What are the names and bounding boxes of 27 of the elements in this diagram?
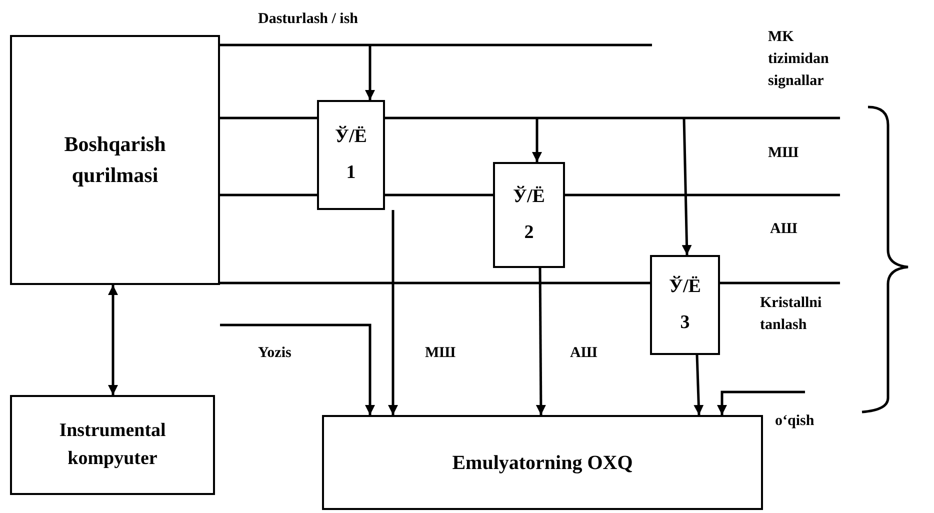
bus-line [220,116,840,120]
process-box: Ў/Ё 2 [493,162,565,268]
process-box: Emulyatorning OXQ [322,415,763,510]
arrow [365,45,375,100]
signal-label: МШ [425,344,456,363]
signal-label: o‘qish [775,412,814,431]
arrow [682,118,692,256]
signal-label: MK tizimidan signallar [768,28,830,91]
process-box: Boshqarish qurilmasi [10,35,220,285]
signal-label: МШ [768,144,799,163]
arrow [717,390,805,415]
signal-label: Yozis [258,344,292,363]
arrow [108,285,118,395]
process-box: Ў/Ё 1 [317,100,385,210]
bus-line [220,282,840,284]
bus-line [220,44,652,46]
arrow [532,118,542,162]
signal-label: АШ [770,220,798,239]
process-box: Instrumental kompyuter [10,395,215,495]
arrow [694,354,704,416]
process-box: Ў/Ё 3 [650,255,720,355]
signal-label: Dasturlash / ish [258,10,360,29]
arrow [220,324,375,415]
signal-label: Kristallni tanlash [760,294,823,335]
arrow [536,268,546,415]
arrow [388,210,398,415]
signal-label: АШ [570,344,598,363]
